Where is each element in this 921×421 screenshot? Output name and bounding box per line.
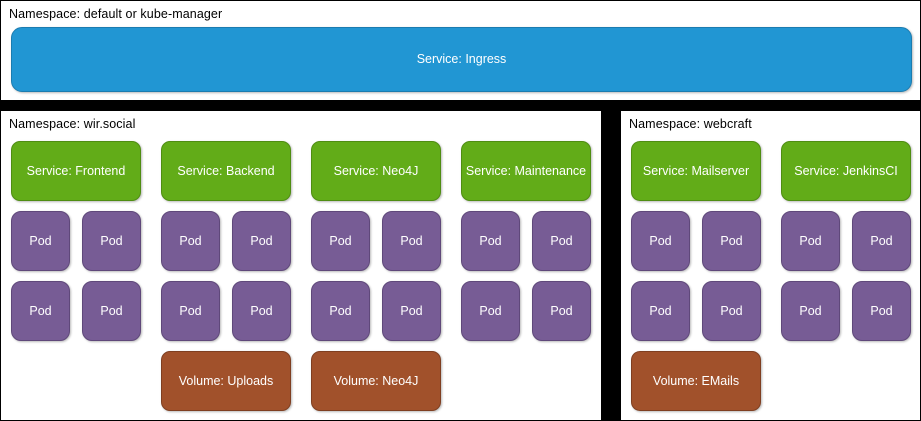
pod-node[interactable]: Pod bbox=[702, 211, 761, 271]
namespace-panel-default: Namespace: default or kube-manager Servi… bbox=[0, 0, 921, 101]
pod-node[interactable]: Pod bbox=[82, 211, 141, 271]
service-node-neo4j[interactable]: Service: Neo4J bbox=[311, 141, 441, 201]
namespace-label-wir-social: Namespace: wir.social bbox=[9, 117, 136, 131]
namespace-panel-wir-social: Namespace: wir.social Service: Frontend … bbox=[0, 110, 602, 421]
pod-node[interactable]: Pod bbox=[311, 211, 370, 271]
service-node-mailserver[interactable]: Service: Mailserver bbox=[631, 141, 761, 201]
pod-node[interactable]: Pod bbox=[532, 281, 591, 341]
pod-node[interactable]: Pod bbox=[852, 281, 911, 341]
pod-node[interactable]: Pod bbox=[532, 211, 591, 271]
pod-node[interactable]: Pod bbox=[232, 211, 291, 271]
namespace-label-default: Namespace: default or kube-manager bbox=[9, 7, 223, 21]
service-node-ingress[interactable]: Service: Ingress bbox=[11, 27, 912, 92]
pod-node[interactable]: Pod bbox=[852, 211, 911, 271]
pod-node[interactable]: Pod bbox=[232, 281, 291, 341]
pod-node[interactable]: Pod bbox=[781, 211, 840, 271]
service-node-maintenance[interactable]: Service: Maintenance bbox=[461, 141, 591, 201]
namespace-label-webcraft: Namespace: webcraft bbox=[629, 117, 752, 131]
pod-node[interactable]: Pod bbox=[461, 211, 520, 271]
pod-node[interactable]: Pod bbox=[702, 281, 761, 341]
pod-node[interactable]: Pod bbox=[11, 281, 70, 341]
pod-node[interactable]: Pod bbox=[82, 281, 141, 341]
service-node-backend[interactable]: Service: Backend bbox=[161, 141, 291, 201]
volume-node-neo4j[interactable]: Volume: Neo4J bbox=[311, 351, 441, 411]
service-node-jenkinsci[interactable]: Service: JenkinsCI bbox=[781, 141, 911, 201]
pod-node[interactable]: Pod bbox=[781, 281, 840, 341]
service-node-frontend[interactable]: Service: Frontend bbox=[11, 141, 141, 201]
pod-node[interactable]: Pod bbox=[11, 211, 70, 271]
volume-node-uploads[interactable]: Volume: Uploads bbox=[161, 351, 291, 411]
pod-node[interactable]: Pod bbox=[631, 281, 690, 341]
pod-node[interactable]: Pod bbox=[382, 211, 441, 271]
pod-node[interactable]: Pod bbox=[461, 281, 520, 341]
pod-node[interactable]: Pod bbox=[161, 281, 220, 341]
volume-node-emails[interactable]: Volume: EMails bbox=[631, 351, 761, 411]
pod-node[interactable]: Pod bbox=[631, 211, 690, 271]
pod-node[interactable]: Pod bbox=[382, 281, 441, 341]
namespace-panel-webcraft: Namespace: webcraft Service: Mailserver … bbox=[620, 110, 921, 421]
pod-node[interactable]: Pod bbox=[161, 211, 220, 271]
pod-node[interactable]: Pod bbox=[311, 281, 370, 341]
